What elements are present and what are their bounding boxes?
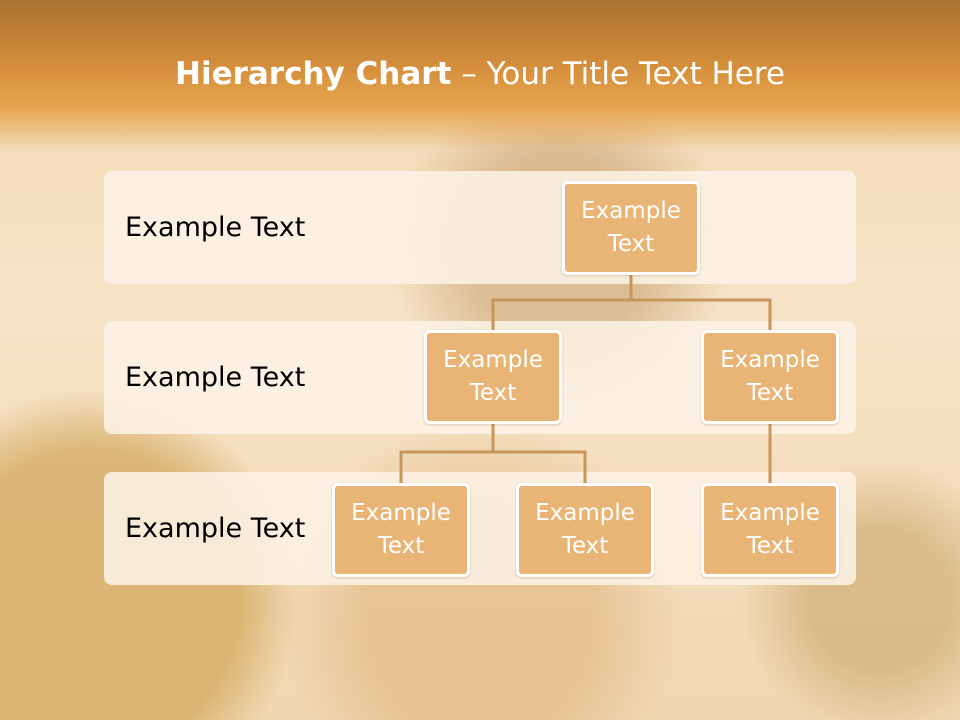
title-rest: Your Title Text Here <box>486 56 785 92</box>
connector-left-to-b <box>493 450 587 483</box>
connector-left-to-a <box>399 422 495 483</box>
level-label-2: Example Text <box>125 362 306 393</box>
level-band-1: Example Text <box>104 171 856 284</box>
title-bold: Hierarchy Chart <box>175 56 452 92</box>
node-root: Example Text <box>562 181 700 275</box>
node-level3-a: Example Text <box>332 483 470 577</box>
node-level2-right: Example Text <box>701 330 839 424</box>
node-level3-c: Example Text <box>701 483 839 577</box>
connector-root-to-left <box>491 275 633 330</box>
title-bar <box>0 0 960 150</box>
level-label-1: Example Text <box>125 212 306 243</box>
slide-title: Hierarchy Chart – Your Title Text Here <box>0 56 960 92</box>
title-dash: – <box>451 56 487 92</box>
connector-root-to-right <box>631 298 772 330</box>
level-label-3: Example Text <box>125 513 306 544</box>
node-level3-b: Example Text <box>516 483 654 577</box>
node-level2-left: Example Text <box>424 330 562 424</box>
